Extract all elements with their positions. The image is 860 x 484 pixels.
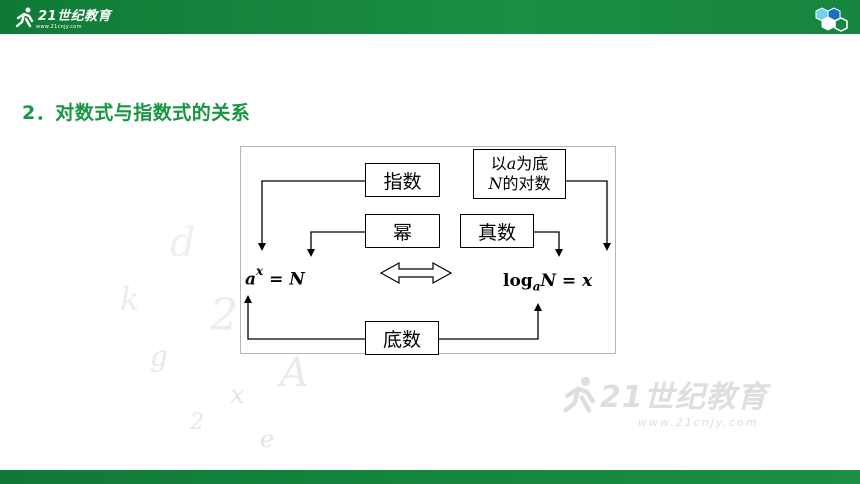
section-heading: 2．对数式与指数式的关系	[22, 102, 251, 124]
arrow-log-to-x	[566, 180, 611, 251]
box-base: 底数	[365, 321, 439, 355]
bottom-bar	[0, 470, 860, 484]
arrow-base-to-a	[244, 295, 365, 340]
hexagon-decoration-icon	[815, 7, 848, 32]
formula-logarithmic: logaN = x	[503, 271, 593, 294]
formula-exponential: ax = N	[245, 264, 305, 290]
logo-sub: www.21cnjy.com	[36, 23, 82, 30]
log-exp-diagram: 指数 以a为底 N的对数 幂 真数 底数 ax = N logaN = x	[240, 146, 616, 355]
arrow-power-to-n	[307, 231, 365, 257]
runner-logo-icon	[15, 7, 34, 28]
box-antilog: 真数	[460, 214, 534, 248]
logo: 21世纪教育 www.21cnjy.com	[14, 3, 111, 31]
box-exponent: 指数	[365, 163, 440, 197]
arrow-exponent-to-x	[258, 180, 365, 251]
box-power: 幂	[365, 214, 440, 248]
diagram-arrows	[244, 180, 611, 340]
watermark-runner-icon	[563, 376, 595, 413]
arrow-base-to-log-a	[439, 303, 542, 340]
box-log-definition: 以a为底 N的对数	[473, 149, 566, 199]
double-arrow-equivalence	[379, 261, 453, 285]
logo-text: 21世纪教育	[38, 8, 112, 24]
watermark-sub: www.21cnjy.com	[638, 416, 759, 429]
watermark: 21世纪教育 www.21cnjy.com	[560, 372, 768, 429]
arrow-antilog-to-n	[534, 231, 563, 257]
watermark-text: 21世纪教育	[600, 380, 768, 415]
background-decoration: d k 2 g A x 2 e	[120, 220, 309, 453]
top-bar: 21世纪教育 www.21cnjy.com	[0, 0, 860, 34]
